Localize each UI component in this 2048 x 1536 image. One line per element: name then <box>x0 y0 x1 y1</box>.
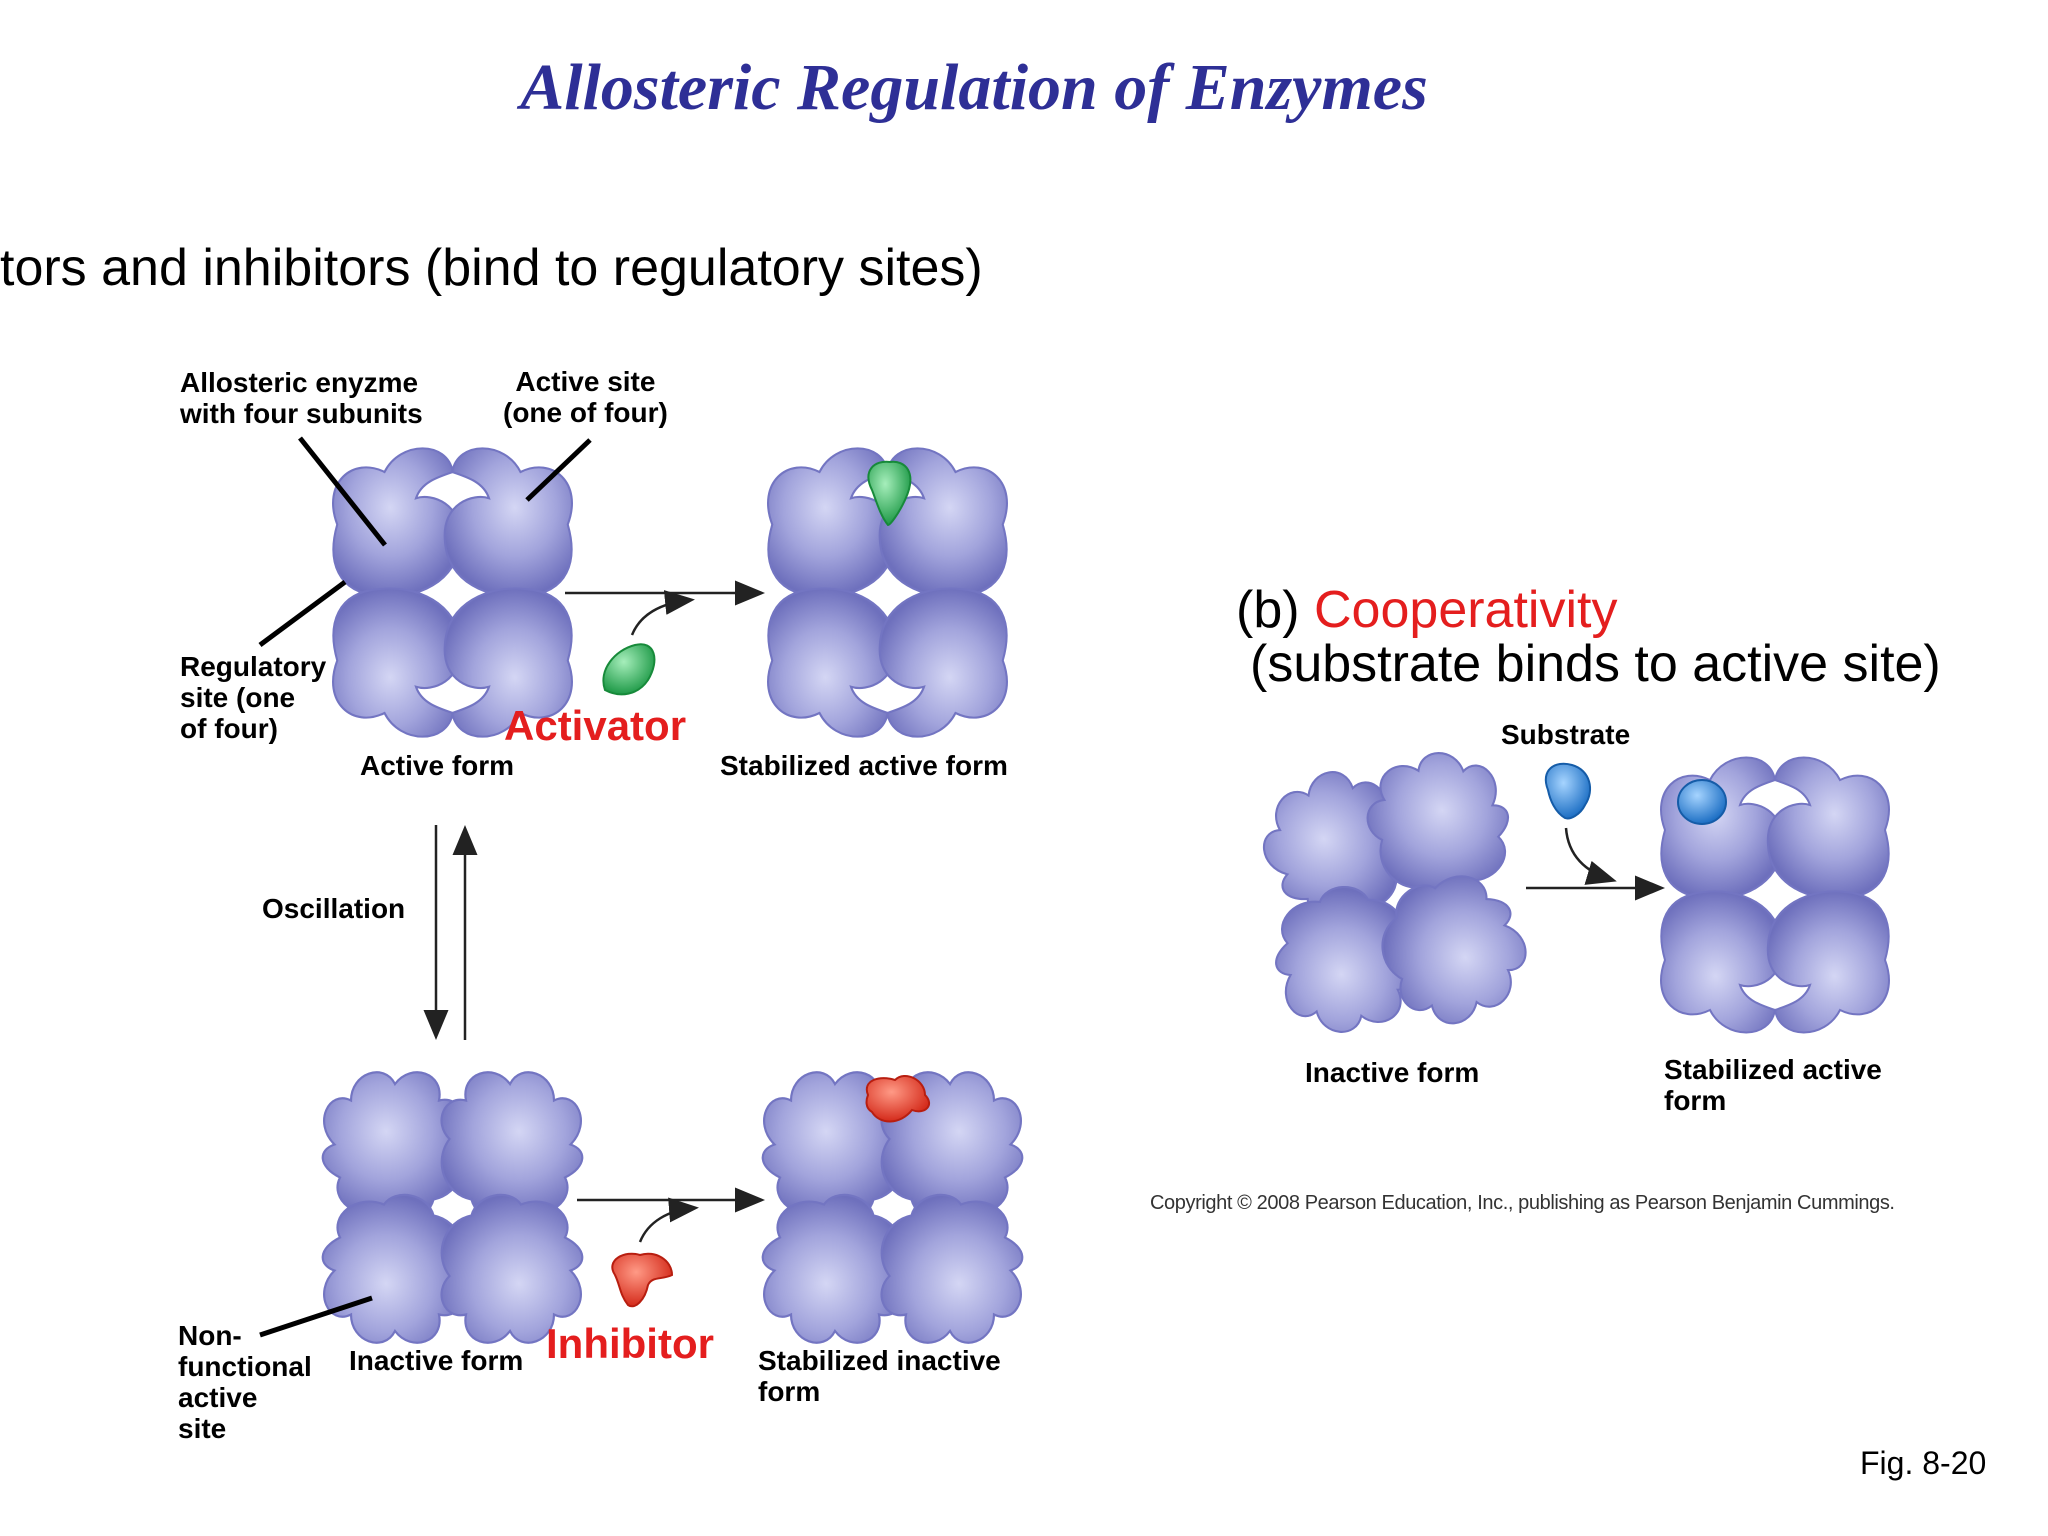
stabilized-inactive-form-enzyme <box>761 1071 1024 1344</box>
label-active-site: Active site (one of four) <box>503 366 668 428</box>
enzyme-subunit <box>767 587 897 738</box>
label-inactive-form: Inactive form <box>349 1345 524 1376</box>
leader-line <box>259 1295 373 1338</box>
stabilized-active-form-enzyme <box>767 447 1008 738</box>
arrow-curved <box>638 1197 699 1243</box>
inhibitor-molecule <box>611 1252 674 1308</box>
label-nonfunctional-site: Non- functional active site <box>178 1320 312 1444</box>
page-title: Allosteric Regulation of Enzymes <box>520 51 1428 124</box>
label-substrate: Substrate <box>1501 719 1631 750</box>
enzyme-subunit <box>332 447 462 598</box>
figure-reference: Fig. 8-20 <box>1860 1445 1987 1481</box>
part-b-heading: (b) Cooperativity <box>1236 582 1617 638</box>
enzyme-subunit <box>1660 756 1784 900</box>
enzyme-subunit <box>1766 756 1890 900</box>
label-active-form: Active form <box>360 750 515 781</box>
label-oscillation: Oscillation <box>262 893 406 924</box>
copyright-notice: Copyright © 2008 Pearson Education, Inc.… <box>1150 1192 1895 1214</box>
bound-activator <box>867 460 912 527</box>
part-b-prefix: (b) <box>1236 581 1314 639</box>
leader-line <box>298 436 387 547</box>
label-regulatory-site: Regulatory site (one of four) <box>180 651 327 744</box>
part-a-heading: tors and inhibitors (bind to regulatory … <box>0 239 983 297</box>
enzyme-subunit <box>880 1193 1024 1344</box>
leader-line <box>258 579 347 648</box>
label-activator: Activator <box>504 702 687 749</box>
enzyme-subunit <box>761 1193 905 1344</box>
bound-inhibitor <box>865 1075 931 1123</box>
reaction-arrows <box>423 580 1665 1243</box>
bound-substrate <box>1677 779 1727 825</box>
label-b-stabilized-active-form: Stabilized active form <box>1664 1054 1882 1116</box>
arrow-curved <box>630 590 695 636</box>
enzyme-subunit <box>443 447 573 598</box>
enzyme-subunit <box>1766 890 1890 1034</box>
label-allosteric-enzyme: Allosteric enyzme with four subunits <box>180 367 423 429</box>
cooperativity-inactive-enzyme <box>1242 735 1545 1046</box>
label-stabilized-active-form: Stabilized active form <box>720 750 1008 781</box>
enzyme-subunit <box>878 587 1008 738</box>
enzyme-subunit <box>332 587 462 738</box>
label-inhibitor: Inhibitor <box>546 1320 714 1367</box>
cooperativity-stabilized-enzyme <box>1660 756 1890 1034</box>
enzyme-subunit <box>1660 890 1784 1034</box>
arrow-curved <box>1564 827 1617 885</box>
part-b-title: Cooperativity <box>1314 581 1618 639</box>
activator-molecule <box>602 643 656 696</box>
enzyme-subunit <box>321 1193 465 1344</box>
substrate-molecule <box>1544 762 1592 820</box>
leader-lines <box>258 436 592 1338</box>
leader-line <box>525 438 592 502</box>
label-stabilized-inactive-form: Stabilized inactive form <box>758 1345 1001 1407</box>
label-b-inactive-form: Inactive form <box>1305 1057 1480 1088</box>
part-b-subheading: (substrate binds to active site) <box>1250 635 1941 693</box>
